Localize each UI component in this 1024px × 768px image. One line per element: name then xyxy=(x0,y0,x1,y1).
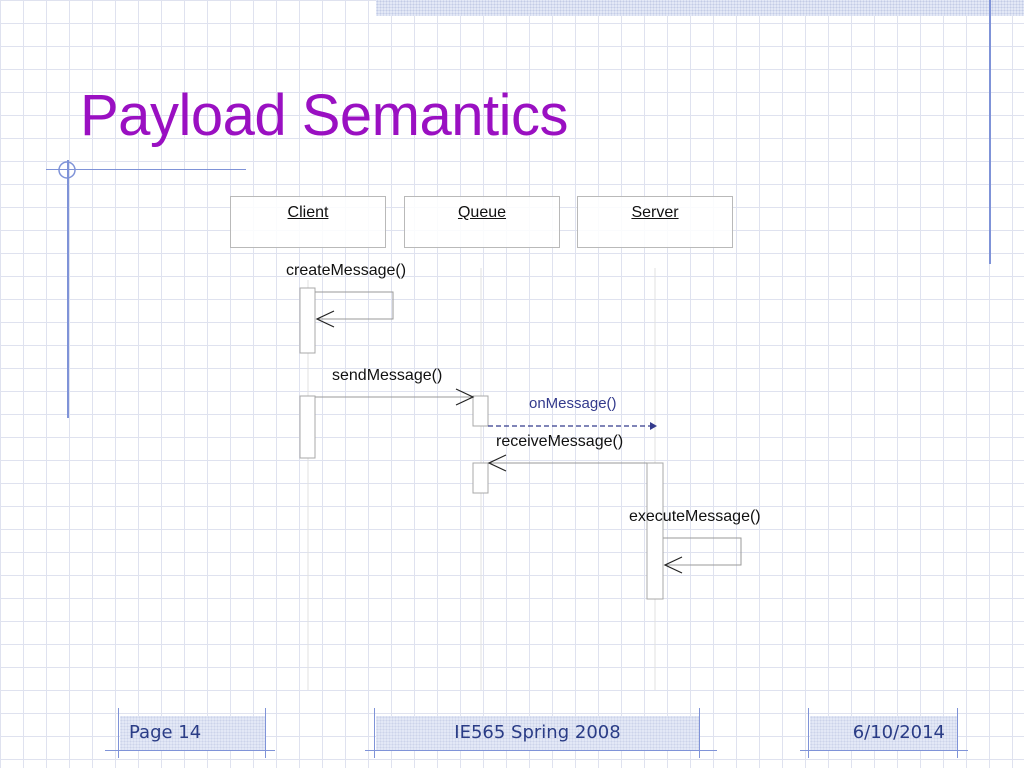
lifeline-label-client: Client xyxy=(287,204,329,221)
footer-tick-2 xyxy=(265,708,266,758)
lifeline-box-queue xyxy=(404,196,560,248)
arrowhead-receive xyxy=(487,454,507,472)
arrowhead-send xyxy=(455,388,475,406)
right-vertical-rule xyxy=(989,0,991,264)
message-label-onmessage: onMessage() xyxy=(529,395,617,412)
footer-tick-4 xyxy=(699,708,700,758)
footer-rule-center xyxy=(365,750,717,751)
footer-tick-3 xyxy=(374,708,375,758)
activation-client-1 xyxy=(299,287,316,354)
footer-rule-left xyxy=(105,750,275,751)
footer-rule-right xyxy=(800,750,968,751)
activation-queue-1 xyxy=(472,395,489,427)
arrowhead-create xyxy=(315,310,335,328)
left-vertical-rule xyxy=(67,160,69,418)
footer-course: IE565 Spring 2008 xyxy=(376,716,699,750)
footer-date: 6/10/2014 xyxy=(810,716,957,750)
message-label-execute: executeMessage() xyxy=(629,508,761,525)
footer-tick-5 xyxy=(808,708,809,758)
arrowhead-execute xyxy=(663,556,683,574)
slide-title: Payload Semantics xyxy=(80,83,568,148)
title-underline-rule xyxy=(46,169,246,170)
lifeline-label-server: Server xyxy=(631,204,679,221)
arrowhead-onmessage xyxy=(650,422,657,430)
lifeline-box-client xyxy=(230,196,386,248)
message-label-create: createMessage() xyxy=(286,262,407,279)
message-label-send: sendMessage() xyxy=(332,367,443,384)
title-crosshair-icon xyxy=(58,161,76,179)
lifeline-box-server xyxy=(577,196,733,248)
self-call-arrow-execute xyxy=(663,537,742,566)
self-call-arrow-create xyxy=(315,291,394,320)
footer-tick-6 xyxy=(957,708,958,758)
activation-queue-2 xyxy=(472,462,489,494)
activation-client-2 xyxy=(299,395,316,459)
activation-server-1 xyxy=(646,462,664,600)
footer-tick-1 xyxy=(118,708,119,758)
footer-page-number: Page 14 xyxy=(120,716,265,750)
message-label-receive: receiveMessage() xyxy=(496,433,624,450)
top-decorative-band xyxy=(376,0,1024,16)
lifeline-label-queue: Queue xyxy=(457,204,507,221)
